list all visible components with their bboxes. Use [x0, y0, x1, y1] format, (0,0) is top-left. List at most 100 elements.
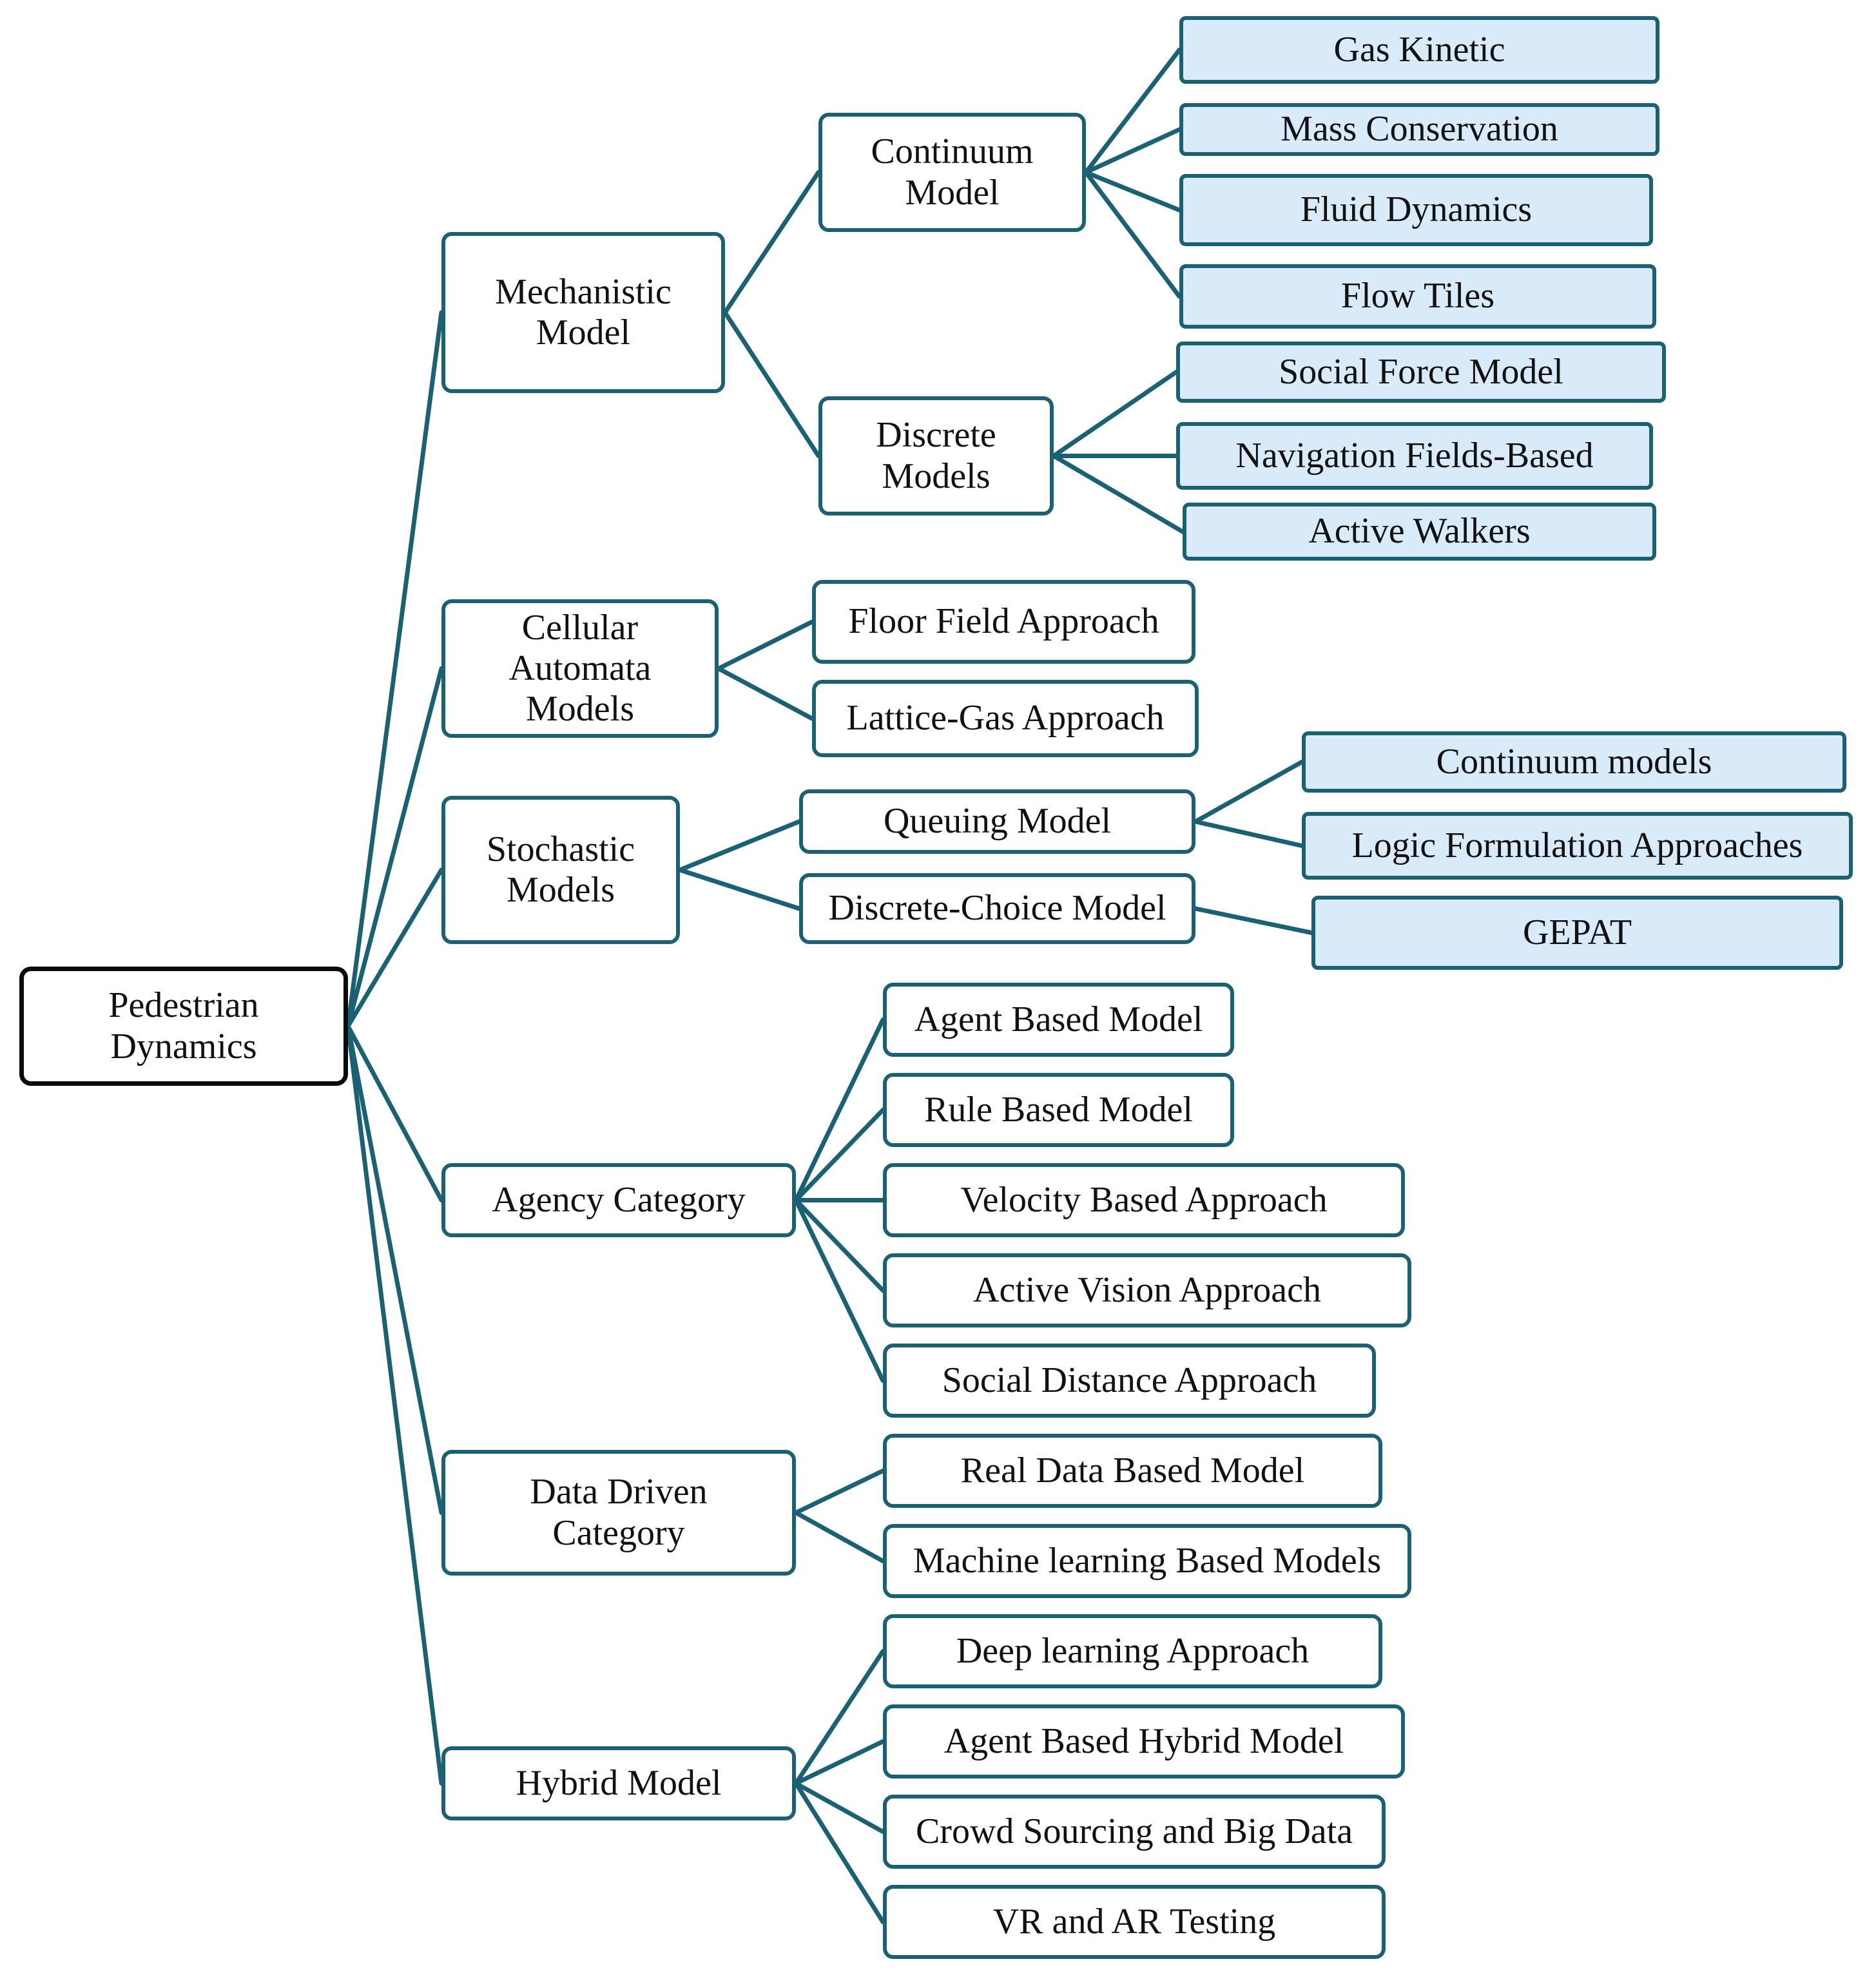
leaf-real-data-based-model: Real Data Based Model — [883, 1434, 1382, 1508]
connector-agency-a4 — [793, 1198, 885, 1383]
root-label: Pedestrian Dynamics — [108, 985, 259, 1066]
leaf-agent-based-hybrid-model: Agent Based Hybrid Model — [883, 1704, 1405, 1779]
leaf-label: Crowd Sourcing and Big Data — [915, 1811, 1353, 1851]
leaf-label: Gas Kinetic — [1333, 29, 1505, 70]
leaf-label: Rule Based Model — [924, 1089, 1193, 1130]
leaf-velocity-based-approach: Velocity Based Approach — [883, 1163, 1405, 1237]
leaf-label: Lattice-Gas Approach — [846, 698, 1165, 738]
mechanistic-model-node: Mechanistic Model — [441, 232, 725, 393]
leaf-label: Social Distance Approach — [942, 1360, 1317, 1400]
connector-stoch-queue — [677, 819, 802, 873]
leaf-active-walkers: Active Walkers — [1183, 503, 1656, 561]
leaf-label: Active Vision Approach — [973, 1269, 1321, 1310]
connector-disc-d0 — [1051, 370, 1179, 458]
discrete-choice-model-label: Discrete-Choice Model — [828, 888, 1166, 929]
connector-stoch-choice — [677, 867, 802, 911]
connector-cont-c2 — [1083, 170, 1182, 213]
connector-root-data — [345, 1024, 444, 1515]
continuum-model-label: Continuum Model — [871, 131, 1034, 213]
agency-category-node: Agency Category — [441, 1163, 796, 1237]
data-driven-category-node: Data Driven Category — [441, 1450, 796, 1576]
connector-hybrid-h0 — [793, 1649, 885, 1786]
leaf-active-vision-approach: Active Vision Approach — [883, 1253, 1411, 1327]
leaf-label: Agent Based Model — [914, 999, 1203, 1039]
leaf-machine-learning-based-models: Machine learning Based Models — [883, 1524, 1411, 1598]
leaf-label: Fluid Dynamics — [1300, 189, 1533, 230]
leaf-gepat: GEPAT — [1311, 896, 1843, 970]
leaf-label: Deep learning Approach — [956, 1630, 1310, 1671]
leaf-label: Machine learning Based Models — [913, 1540, 1382, 1581]
leaf-logic-formulation-approaches: Logic Formulation Approaches — [1302, 812, 1853, 880]
leaf-label: Logic Formulation Approaches — [1351, 825, 1803, 865]
queuing-model-node: Queuing Model — [799, 789, 1195, 854]
connector-cell-ce1 — [716, 666, 815, 721]
leaf-label: Social Force Model — [1279, 351, 1563, 392]
connector-root-stoch — [345, 867, 444, 1028]
data-driven-category-label: Data Driven Category — [530, 1472, 708, 1553]
connector-cont-c0 — [1083, 48, 1182, 175]
connector-choice-ch0 — [1193, 906, 1314, 935]
leaf-crowd-sourcing-and-big-data: Crowd Sourcing and Big Data — [883, 1795, 1386, 1869]
leaf-label: Flow Tiles — [1340, 276, 1495, 316]
connector-queue-q1 — [1193, 819, 1304, 848]
connector-agency-a1 — [793, 1108, 885, 1202]
leaf-label: Agent Based Hybrid Model — [943, 1721, 1344, 1761]
root-node: Pedestrian Dynamics — [19, 967, 348, 1086]
connector-root-agency — [345, 1024, 444, 1202]
stochastic-models-label: Stochastic Models — [486, 829, 635, 910]
continuum-model-node: Continuum Model — [818, 113, 1086, 232]
leaf-agent-based-model: Agent Based Model — [883, 983, 1234, 1057]
connector-root-mech — [345, 310, 444, 1028]
cellular-automata-node: Cellular Automata Models — [441, 599, 719, 738]
queuing-model-label: Queuing Model — [883, 801, 1112, 842]
leaf-label: Navigation Fields-Based — [1235, 435, 1594, 476]
connector-cont-c3 — [1083, 170, 1182, 299]
leaf-label: Real Data Based Model — [960, 1450, 1305, 1490]
connector-hybrid-h2 — [793, 1781, 885, 1834]
mechanistic-model-label: Mechanistic Model — [495, 271, 672, 352]
leaf-navigation-fields-based: Navigation Fields-Based — [1176, 422, 1653, 490]
connector-hybrid-h3 — [793, 1781, 885, 1924]
cellular-automata-label: Cellular Automata Models — [508, 607, 652, 729]
leaf-gas-kinetic: Gas Kinetic — [1179, 16, 1659, 84]
leaf-floor-field-approach: Floor Field Approach — [812, 580, 1195, 664]
leaf-lattice-gas-approach: Lattice-Gas Approach — [812, 680, 1199, 757]
connector-mech-cont — [722, 170, 821, 315]
connector-cell-ce0 — [716, 619, 815, 671]
discrete-choice-model-node: Discrete-Choice Model — [799, 873, 1195, 944]
agency-category-label: Agency Category — [492, 1179, 746, 1220]
connector-disc-d2 — [1051, 454, 1185, 534]
hybrid-model-label: Hybrid Model — [516, 1762, 722, 1803]
leaf-label: Continuum models — [1436, 741, 1712, 782]
leaf-label: GEPAT — [1522, 912, 1632, 952]
leaf-vr-and-ar-testing: VR and AR Testing — [883, 1885, 1386, 1959]
leaf-label: Velocity Based Approach — [960, 1179, 1328, 1220]
leaf-flow-tiles: Flow Tiles — [1179, 264, 1656, 329]
leaf-rule-based-model: Rule Based Model — [883, 1073, 1234, 1147]
leaf-label: VR and AR Testing — [992, 1901, 1276, 1942]
leaf-label: Active Walkers — [1308, 511, 1531, 552]
connector-root-hybrid — [345, 1024, 444, 1786]
hybrid-model-node: Hybrid Model — [441, 1746, 796, 1820]
leaf-mass-conservation: Mass Conservation — [1179, 103, 1659, 156]
connector-root-cell — [345, 666, 444, 1028]
leaf-deep-learning-approach: Deep learning Approach — [883, 1614, 1382, 1688]
leaf-social-force-model: Social Force Model — [1176, 342, 1666, 403]
leaf-social-distance-approach: Social Distance Approach — [883, 1344, 1376, 1418]
connector-hybrid-h1 — [793, 1739, 885, 1786]
discrete-models-label: Discrete Models — [876, 415, 996, 496]
connector-agency-a3 — [793, 1198, 885, 1293]
connector-data-dd0 — [793, 1469, 885, 1515]
leaf-label: Mass Conservation — [1281, 109, 1558, 149]
stochastic-models-node: Stochastic Models — [441, 796, 680, 944]
connector-data-dd1 — [793, 1510, 885, 1563]
leaf-continuum-models: Continuum models — [1302, 731, 1846, 793]
leaf-label: Floor Field Approach — [848, 601, 1159, 642]
connector-agency-a0 — [793, 1017, 885, 1202]
connector-queue-q0 — [1193, 760, 1304, 824]
connector-cont-c1 — [1083, 127, 1182, 175]
discrete-models-node: Discrete Models — [818, 396, 1054, 516]
connector-mech-disc — [722, 310, 821, 458]
